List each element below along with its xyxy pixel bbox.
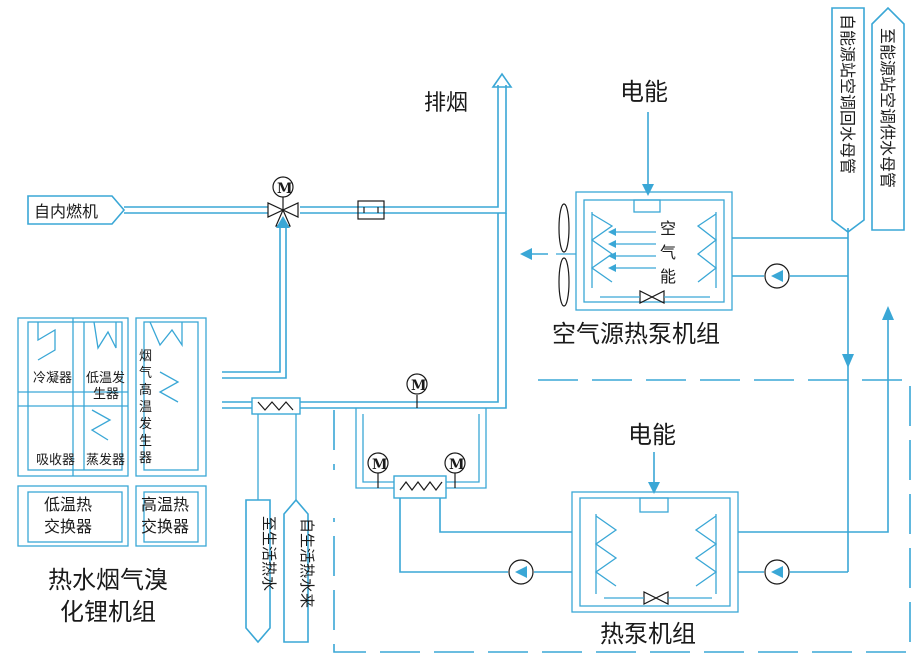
boundary-dashes: [333, 379, 911, 653]
flue-gen-char-4: 温: [139, 400, 152, 415]
chiller-block: 冷凝器 低温发 生器 吸收器 蒸发器 烟 气 高 温 发 生 器 低温热 交换器…: [17, 317, 207, 626]
to-dhw-label: 至生活热水: [260, 516, 278, 591]
exhaust-label: 排烟: [424, 91, 468, 116]
motor-valve-top: M: [406, 373, 428, 408]
evaporator-label: 蒸发器: [86, 452, 125, 468]
motor-label: M: [411, 378, 427, 394]
chiller-unit-label-2: 化锂机组: [60, 598, 156, 626]
low-gen-label-1: 低温发: [86, 370, 125, 386]
air-source-heat-pump: 电能 空 气 能 空气源热泵机组: [520, 78, 733, 348]
flue-gen-char-3: 高: [139, 382, 152, 398]
high-hx-label-2: 交换器: [141, 517, 189, 536]
from-dhw-label: 自生活热水来: [298, 518, 316, 608]
motor-valve-right: M: [444, 452, 466, 488]
three-way-valve: M: [267, 176, 299, 227]
plate-heat-exchanger: [393, 475, 447, 499]
high-hx-label-1: 高温热: [141, 495, 189, 514]
pump-ashp: [764, 263, 790, 289]
heat-pump-unit-label: 热泵机组: [600, 620, 696, 648]
motor-valve-left: M: [367, 452, 389, 488]
to-supply-label: 至能源站空调供水母管: [878, 28, 897, 188]
from-dhw-tag: 自生活热水来: [283, 498, 316, 643]
motor-label: M: [277, 181, 293, 197]
low-hx-label-1: 低温热: [44, 495, 92, 514]
to-dhw-tag: 至生活热水: [245, 499, 278, 644]
from-engine-label: 自内燃机: [34, 202, 98, 221]
from-return-label: 自能源站空调回水母管: [838, 14, 857, 174]
electric-top-label: 电能: [620, 78, 668, 106]
electric-bottom-label: 电能: [628, 421, 676, 449]
from-engine-tag: 自内燃机: [27, 195, 126, 225]
chiller-unit-label-1: 热水烟气溴: [48, 566, 168, 594]
low-gen-label-2: 生器: [93, 387, 119, 402]
low-hx-label-2: 交换器: [44, 517, 92, 536]
air-energy-char-3: 能: [660, 267, 676, 286]
dhw-heat-exchanger: [251, 397, 301, 415]
air-hp-unit-label: 空气源热泵机组: [552, 320, 720, 348]
flue-gen-char-1: 烟: [139, 349, 152, 364]
air-energy-char-1: 空: [660, 219, 676, 238]
heat-pump: 电能 热泵机组: [571, 421, 739, 648]
flue-gen-char-7: 器: [139, 451, 152, 466]
air-energy-char-2: 气: [660, 243, 676, 262]
exhaust-pipe: [300, 72, 513, 214]
absorber-label: 吸收器: [36, 453, 75, 468]
motor-label: M: [372, 457, 388, 473]
flue-gen-char-5: 发: [139, 416, 152, 432]
from-return-header-tag: 自能源站空调回水母管: [831, 7, 865, 233]
motor-label: M: [449, 457, 465, 473]
pump-source: [508, 559, 534, 585]
pump-load: [764, 559, 790, 585]
damper: [357, 200, 385, 220]
condenser-label: 冷凝器: [33, 370, 72, 386]
flue-gen-char-6: 生: [139, 434, 152, 449]
to-supply-header-tag: 至能源站空调供水母管: [871, 6, 905, 231]
air-flow-arrows: [608, 228, 656, 272]
flue-gen-char-2: 气: [139, 365, 152, 381]
flue-gen-label: 烟 气 高 温 发 生 器: [139, 349, 152, 466]
